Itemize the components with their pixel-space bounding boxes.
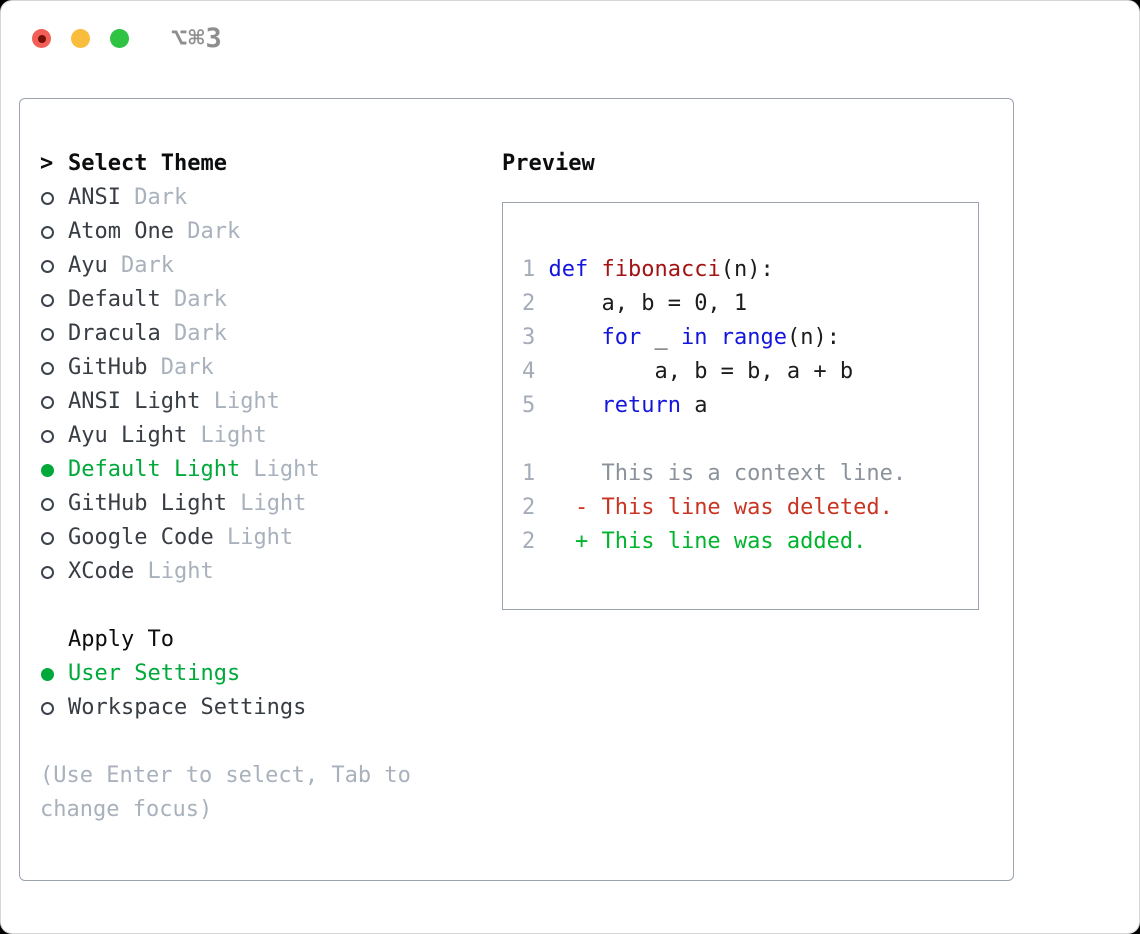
preview-box: 1 def fibonacci(n): 2 a, b = 0, 1 3 for _ … xyxy=(502,202,979,610)
line-number: 5 xyxy=(522,393,536,418)
theme-name: Dracula xyxy=(68,321,161,346)
theme-option-atom-one[interactable]: Atom One Dark xyxy=(40,215,482,249)
spacer xyxy=(40,589,482,623)
theme-variant-tag: Dark xyxy=(160,287,227,312)
radio-icon xyxy=(40,555,68,589)
diff-line: 2 - This line was deleted. xyxy=(522,495,893,520)
theme-variant-tag: Light xyxy=(134,559,214,584)
code-line: 1 def fibonacci(n): xyxy=(522,257,774,282)
select-theme-title: Select Theme xyxy=(68,151,227,176)
theme-name: GitHub Light xyxy=(68,491,227,516)
radio-icon xyxy=(40,487,68,521)
apply-to-header: Apply To xyxy=(40,623,482,657)
preview-pane: Preview 1 def fibonacci(n): 2 a, b = 0, 1… xyxy=(502,147,1013,610)
theme-option-default[interactable]: Default Dark xyxy=(40,283,482,317)
line-number: 1 xyxy=(522,461,536,486)
minimize-button[interactable] xyxy=(71,29,90,48)
radio-icon xyxy=(40,385,68,419)
theme-option-ansi-light[interactable]: ANSI Light Light xyxy=(40,385,482,419)
diff-line: 2 + This line was added. xyxy=(522,529,867,554)
radio-icon xyxy=(40,181,68,215)
unsaved-dot-icon xyxy=(37,34,46,43)
theme-option-xcode[interactable]: XCode Light xyxy=(40,555,482,589)
code-sample: 1 def fibonacci(n): 2 a, b = 0, 1 3 for _ … xyxy=(522,253,978,423)
theme-variant-tag: Light xyxy=(187,423,267,448)
traffic-lights xyxy=(32,29,129,48)
apply-to-title: Apply To xyxy=(68,627,174,652)
line-number: 1 xyxy=(522,257,536,282)
theme-variant-tag: Dark xyxy=(173,219,241,244)
theme-name: Default Light xyxy=(68,457,241,482)
theme-option-github-light[interactable]: GitHub Light Light xyxy=(40,487,482,521)
radio-selected-icon xyxy=(40,453,68,487)
radio-icon xyxy=(40,249,68,283)
theme-option-default-light[interactable]: Default Light Light xyxy=(40,453,482,487)
apply-option-workspace-settings[interactable]: Workspace Settings xyxy=(40,691,482,725)
cursor-icon: > xyxy=(40,151,54,176)
radio-icon xyxy=(40,351,68,385)
theme-variant-tag: Dark xyxy=(120,185,188,210)
theme-name: Atom One xyxy=(68,219,174,244)
theme-variant-tag: Light xyxy=(226,491,307,516)
close-button[interactable] xyxy=(32,29,51,48)
theme-variant-tag: Dark xyxy=(147,355,214,380)
diff-sample: 1 This is a context line. 2 - This line w… xyxy=(522,457,978,559)
theme-name: ANSI Light xyxy=(68,389,201,414)
code-line: 5 return a xyxy=(522,393,708,418)
theme-name: Default xyxy=(68,287,161,312)
code-line: 3 for _ in range(n): xyxy=(522,325,840,350)
radio-icon xyxy=(40,691,68,725)
keyboard-hint: (Use Enter to select, Tab to change focu… xyxy=(40,763,411,822)
theme-option-ansi[interactable]: ANSI Dark xyxy=(40,181,482,215)
line-number: 3 xyxy=(522,325,536,350)
line-number: 2 xyxy=(522,495,536,520)
theme-option-github[interactable]: GitHub Dark xyxy=(40,351,482,385)
radio-icon xyxy=(40,419,68,453)
apply-option-label: Workspace Settings xyxy=(68,695,307,720)
apply-option-user-settings[interactable]: User Settings xyxy=(40,657,482,691)
preview-title: Preview xyxy=(502,151,595,176)
theme-name: Ayu Light xyxy=(68,423,188,448)
theme-name: XCode xyxy=(68,559,135,584)
code-line: 4 a, b = b, a + b xyxy=(522,359,854,384)
radio-icon xyxy=(40,317,68,351)
line-number: 2 xyxy=(522,291,536,316)
theme-option-ayu-light[interactable]: Ayu Light Light xyxy=(40,419,482,453)
line-number: 2 xyxy=(522,529,536,554)
theme-name: Ayu xyxy=(68,253,108,278)
zoom-button[interactable] xyxy=(110,29,129,48)
theme-option-google-code[interactable]: Google Code Light xyxy=(40,521,482,555)
diff-line: 1 This is a context line. xyxy=(522,461,907,486)
radio-selected-icon xyxy=(40,657,68,691)
theme-variant-tag: Light xyxy=(240,457,320,482)
radio-icon xyxy=(40,215,68,249)
theme-variant-tag: Light xyxy=(200,389,280,414)
window-title: ⌥⌘3 xyxy=(171,23,223,54)
titlebar: ⌥⌘3 xyxy=(1,1,1139,98)
theme-variant-tag: Dark xyxy=(160,321,227,346)
theme-name: Google Code xyxy=(68,525,214,550)
theme-variant-tag: Light xyxy=(213,525,294,550)
theme-option-ayu[interactable]: Ayu Dark xyxy=(40,249,482,283)
select-theme-header: > Select Theme xyxy=(40,147,482,181)
theme-name: GitHub xyxy=(68,355,148,380)
theme-name: ANSI xyxy=(68,185,121,210)
code-line: 2 a, b = 0, 1 xyxy=(522,291,748,316)
apply-option-label: User Settings xyxy=(68,661,241,686)
radio-icon xyxy=(40,283,68,317)
blank-line xyxy=(522,423,978,457)
theme-variant-tag: Dark xyxy=(107,253,174,278)
line-number: 4 xyxy=(522,359,536,384)
radio-icon xyxy=(40,521,68,555)
theme-option-dracula[interactable]: Dracula Dark xyxy=(40,317,482,351)
